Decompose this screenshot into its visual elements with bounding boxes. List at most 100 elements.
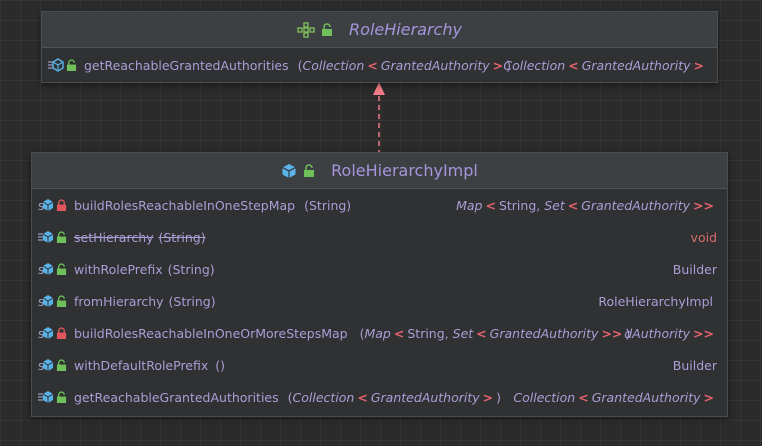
public-lock-icon — [56, 358, 67, 371]
param-generic-arg: GrantedAuthority — [370, 389, 480, 405]
method-return: void — [691, 221, 717, 253]
param-type: Collection — [302, 57, 365, 73]
arrow-head — [373, 82, 385, 95]
static-method-icon — [48, 58, 64, 72]
deprecated-method-name: setHierarchy — [74, 229, 154, 245]
method-params: (Collection<GrantedAuthority>) — [298, 58, 511, 73]
interface-icon — [297, 21, 315, 38]
static-method-icon: s — [38, 295, 54, 308]
method-params: (Map<String, Set<GrantedAuthority>>) — [360, 326, 631, 341]
return-type: Builder — [672, 261, 717, 277]
method-return: Collection<GrantedAuthority> — [503, 48, 707, 82]
static-method-icon: s — [38, 199, 54, 212]
method-name: fromHierarchy — [74, 293, 164, 309]
member-icons: s — [38, 294, 67, 308]
svg-text:s: s — [38, 263, 44, 276]
method-params: () — [215, 357, 226, 373]
svg-text:s: s — [38, 327, 44, 340]
static-method-icon: s — [38, 263, 54, 276]
method-name: buildRolesReachableInOneStepMap — [74, 197, 296, 213]
paren: ) — [506, 57, 512, 73]
class-icon — [282, 163, 296, 178]
class-member-row[interactable]: getReachableGrantedAuthorities (Collecti… — [32, 381, 727, 413]
generic-close: > — [693, 57, 704, 73]
private-lock-icon — [56, 198, 67, 211]
generic-open: < — [393, 325, 405, 341]
class-member-row[interactable]: s buildRolesReachableInOneStepMap (Strin… — [32, 189, 727, 221]
comma: , — [444, 325, 449, 341]
class-member-row[interactable]: s fromHierarchy (String) RoleHierarchyIm… — [32, 285, 727, 317]
paren: ) — [625, 325, 631, 341]
generic-arg: GrantedAuthority — [581, 197, 691, 213]
param-type: Set — [452, 325, 474, 341]
generic-open: < — [476, 325, 487, 341]
class-title: RoleHierarchyImpl — [331, 161, 478, 180]
generic-arg: GrantedAuthority — [489, 325, 599, 341]
generic-open: < — [485, 197, 496, 213]
method-name: getReachableGrantedAuthorities — [74, 389, 279, 405]
generic-open: < — [568, 57, 579, 73]
method-return: RoleHierarchyImpl — [598, 285, 713, 317]
generic-close: >> — [693, 325, 714, 341]
interface-method-row[interactable]: getReachableGrantedAuthorities (Collecti… — [42, 48, 717, 82]
member-icons: s — [38, 262, 67, 276]
class-member-row[interactable]: s buildRolesReachableInOneOrMoreStepsMap… — [32, 317, 727, 349]
param-type: Collection — [292, 389, 355, 405]
public-lock-icon — [66, 58, 77, 71]
generic-open: < — [567, 197, 579, 213]
method-params: (String) — [167, 261, 215, 277]
method-name: buildRolesReachableInOneOrMoreStepsMap — [74, 325, 348, 341]
return-type: Set — [544, 197, 565, 213]
return-type: Map — [456, 197, 483, 213]
method-name: withRolePrefix — [74, 261, 163, 277]
generic-open: < — [578, 389, 589, 405]
class-member-row[interactable]: s withDefaultRolePrefix () Builder — [32, 349, 727, 381]
static-method-icon: s — [38, 327, 54, 340]
class-member-row[interactable]: s withRolePrefix (String) Builder — [32, 253, 727, 285]
method-icon — [38, 391, 54, 403]
generic-close: >> — [693, 197, 714, 213]
method-params: (Collection<GrantedAuthority>) — [288, 390, 501, 405]
class-header: RoleHierarchyImpl — [32, 153, 727, 189]
paren: ) — [496, 389, 502, 405]
return-generic-arg: GrantedAuthority — [591, 389, 701, 405]
public-lock-icon — [322, 22, 333, 36]
public-lock-icon — [56, 262, 67, 275]
method-return: Builder — [673, 253, 717, 285]
member-icons — [38, 390, 67, 404]
paren: ( — [359, 325, 365, 341]
class-box[interactable]: RoleHierarchyImpl s buildRolesReachableI… — [31, 152, 728, 417]
return-type: void — [690, 229, 717, 245]
param-generic-arg: GrantedAuthority — [380, 57, 490, 73]
svg-text:s: s — [38, 359, 44, 372]
method-return: Collection<GrantedAuthority> — [513, 381, 717, 413]
method-params: (String) — [168, 293, 216, 309]
method-return: Builder — [673, 349, 717, 381]
public-lock-icon — [56, 230, 67, 243]
public-lock-icon — [56, 390, 67, 403]
paren: ( — [297, 57, 303, 73]
generic-close: > — [492, 57, 504, 73]
interface-box[interactable]: RoleHierarchy getReachableGrantedAuthori… — [41, 11, 718, 83]
interface-header: RoleHierarchy — [42, 12, 717, 48]
return-type: Collection — [503, 57, 566, 73]
paren: ( — [287, 389, 293, 405]
member-icons: s — [38, 358, 67, 372]
method-params: (String) — [158, 229, 206, 245]
static-method-icon: s — [38, 359, 54, 372]
method-name: withDefaultRolePrefix — [74, 357, 209, 373]
return-type: Collection — [513, 389, 576, 405]
class-member-row[interactable]: setHierarchy (String) void — [32, 221, 727, 253]
member-icons — [48, 58, 77, 72]
param-type: Map — [364, 325, 391, 341]
return-type: RoleHierarchyImpl — [598, 293, 713, 309]
generic-open: < — [357, 389, 368, 405]
public-lock-icon — [56, 294, 67, 307]
member-icons: s — [38, 198, 67, 212]
generic-close: > — [703, 389, 714, 405]
public-lock-icon — [304, 163, 315, 177]
member-icons: s — [38, 326, 67, 340]
member-icons — [38, 230, 67, 244]
svg-text:s: s — [38, 295, 44, 308]
